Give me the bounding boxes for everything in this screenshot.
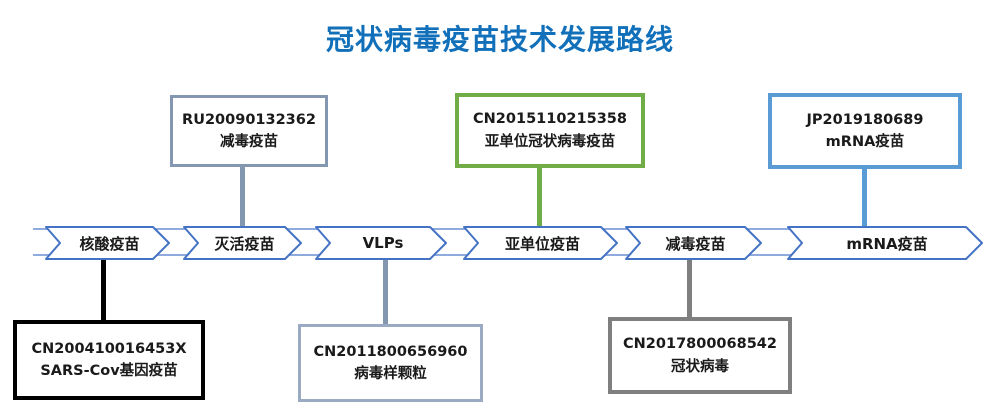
- connector-cn2004-to-nucleic: [101, 255, 106, 321]
- patent-box-ru20090132362: RU20090132362 减毒疫苗: [170, 95, 328, 167]
- patent-type: 病毒样颗粒: [354, 366, 427, 382]
- patent-box-cn2011800656960: CN2011800656960 病毒样颗粒: [298, 324, 483, 402]
- stage-label: 亚单位疫苗: [504, 234, 580, 253]
- stage-chevron-mrna: mRNA疫苗: [787, 226, 983, 260]
- patent-box-cn2015110215358: CN2015110215358 亚单位冠状病毒疫苗: [455, 93, 645, 168]
- patent-type: 冠状病毒: [671, 358, 729, 375]
- stage-label: 灭活疫苗: [214, 234, 275, 253]
- chevron-arrow-icon: [463, 226, 618, 260]
- stage-chevron-nucleic-acid: 核酸疫苗: [45, 226, 170, 260]
- patent-number: JP2019180689: [806, 111, 924, 128]
- stage-chevron-attenuated: 减毒疫苗: [625, 226, 762, 260]
- connector-ru-to-inactivated: [240, 167, 245, 229]
- stage-chevron-subunit: 亚单位疫苗: [463, 226, 618, 260]
- chevron-arrow-icon: [625, 226, 762, 260]
- stage-label: 减毒疫苗: [665, 234, 726, 253]
- connector-cn2011-to-vlps: [383, 255, 388, 325]
- connector-jp-to-mrna: [862, 168, 867, 229]
- patent-number: RU20090132362: [182, 111, 316, 128]
- patent-number: CN2015110215358: [473, 111, 627, 128]
- patent-type: 减毒疫苗: [220, 134, 278, 150]
- stage-label: VLPs: [362, 234, 404, 252]
- stage-label: mRNA疫苗: [846, 234, 928, 253]
- patent-box-jp2019180689: JP2019180689 mRNA疫苗: [768, 93, 962, 169]
- patent-box-cn2017800068542: CN2017800068542 冠状病毒: [608, 317, 792, 394]
- chevron-arrow-icon: [183, 226, 302, 260]
- patent-number: CN2017800068542: [623, 336, 777, 353]
- patent-box-cn200410016453x: CN200410016453X SARS-Cov基因疫苗: [13, 320, 205, 400]
- stage-chevron-inactivated: 灭活疫苗: [183, 226, 302, 260]
- patent-type: SARS-Cov基因疫苗: [40, 363, 178, 379]
- patent-type: mRNA疫苗: [825, 134, 905, 150]
- connector-cn2015-to-subunit: [537, 167, 542, 229]
- patent-number: CN2011800656960: [313, 343, 468, 360]
- chevron-arrow-icon: [45, 226, 170, 260]
- page-title: 冠状病毒疫苗技术发展路线: [325, 23, 674, 56]
- chevron-arrow-icon: [315, 226, 447, 260]
- stage-chevron-vlps: VLPs: [315, 226, 447, 260]
- chevron-arrow-icon: [787, 226, 983, 260]
- patent-type: 亚单位冠状病毒疫苗: [484, 133, 616, 150]
- connector-cn2017-to-attenuated: [687, 255, 692, 318]
- patent-number: CN200410016453X: [31, 340, 187, 357]
- stage-label: 核酸疫苗: [79, 234, 140, 253]
